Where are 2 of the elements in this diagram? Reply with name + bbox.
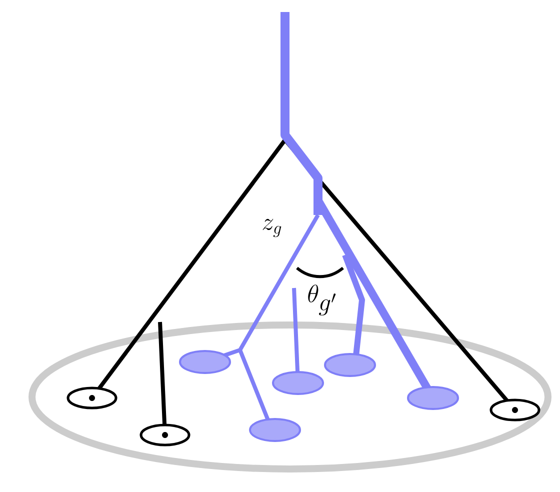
math-label: $z_g$ xyxy=(262,218,282,238)
math-label: $\theta_{g'}$ xyxy=(308,284,336,316)
